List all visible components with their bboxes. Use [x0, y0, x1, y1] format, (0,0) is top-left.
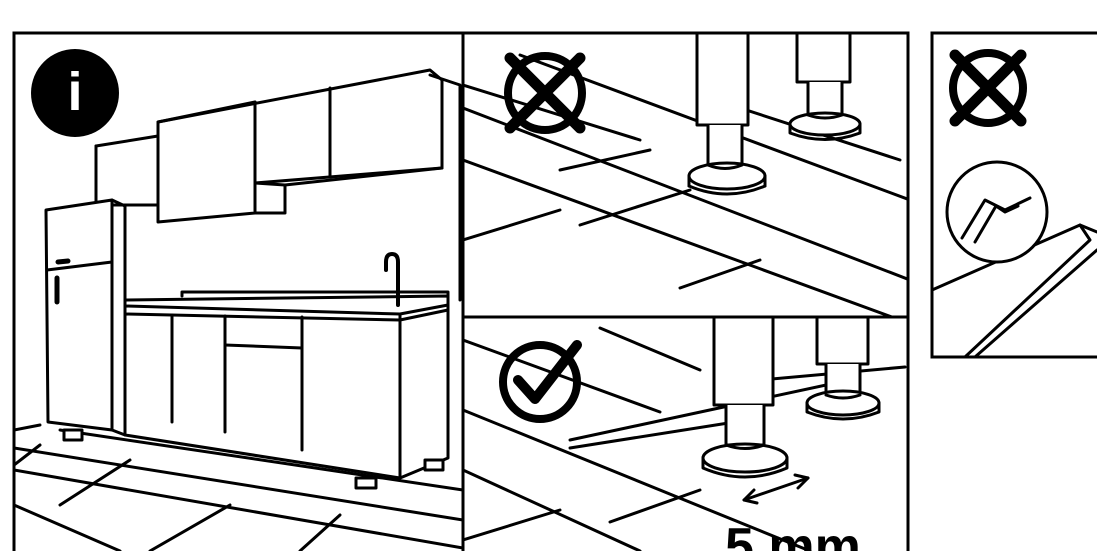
gap-measurement-label: 5 mm [725, 518, 861, 551]
damaged-edge-detail-icon [947, 162, 1047, 262]
kitchen-panel [14, 70, 463, 551]
info-icon: i [31, 49, 119, 137]
wrong-edge-panel [932, 162, 1097, 357]
info-glyph: i [67, 62, 82, 122]
cross-circle-icon [508, 56, 582, 130]
gap-arrow-icon [744, 475, 808, 503]
check-circle-icon [503, 345, 577, 419]
correct-gap-panel [463, 317, 905, 551]
cross-circle-icon-right [953, 53, 1023, 123]
